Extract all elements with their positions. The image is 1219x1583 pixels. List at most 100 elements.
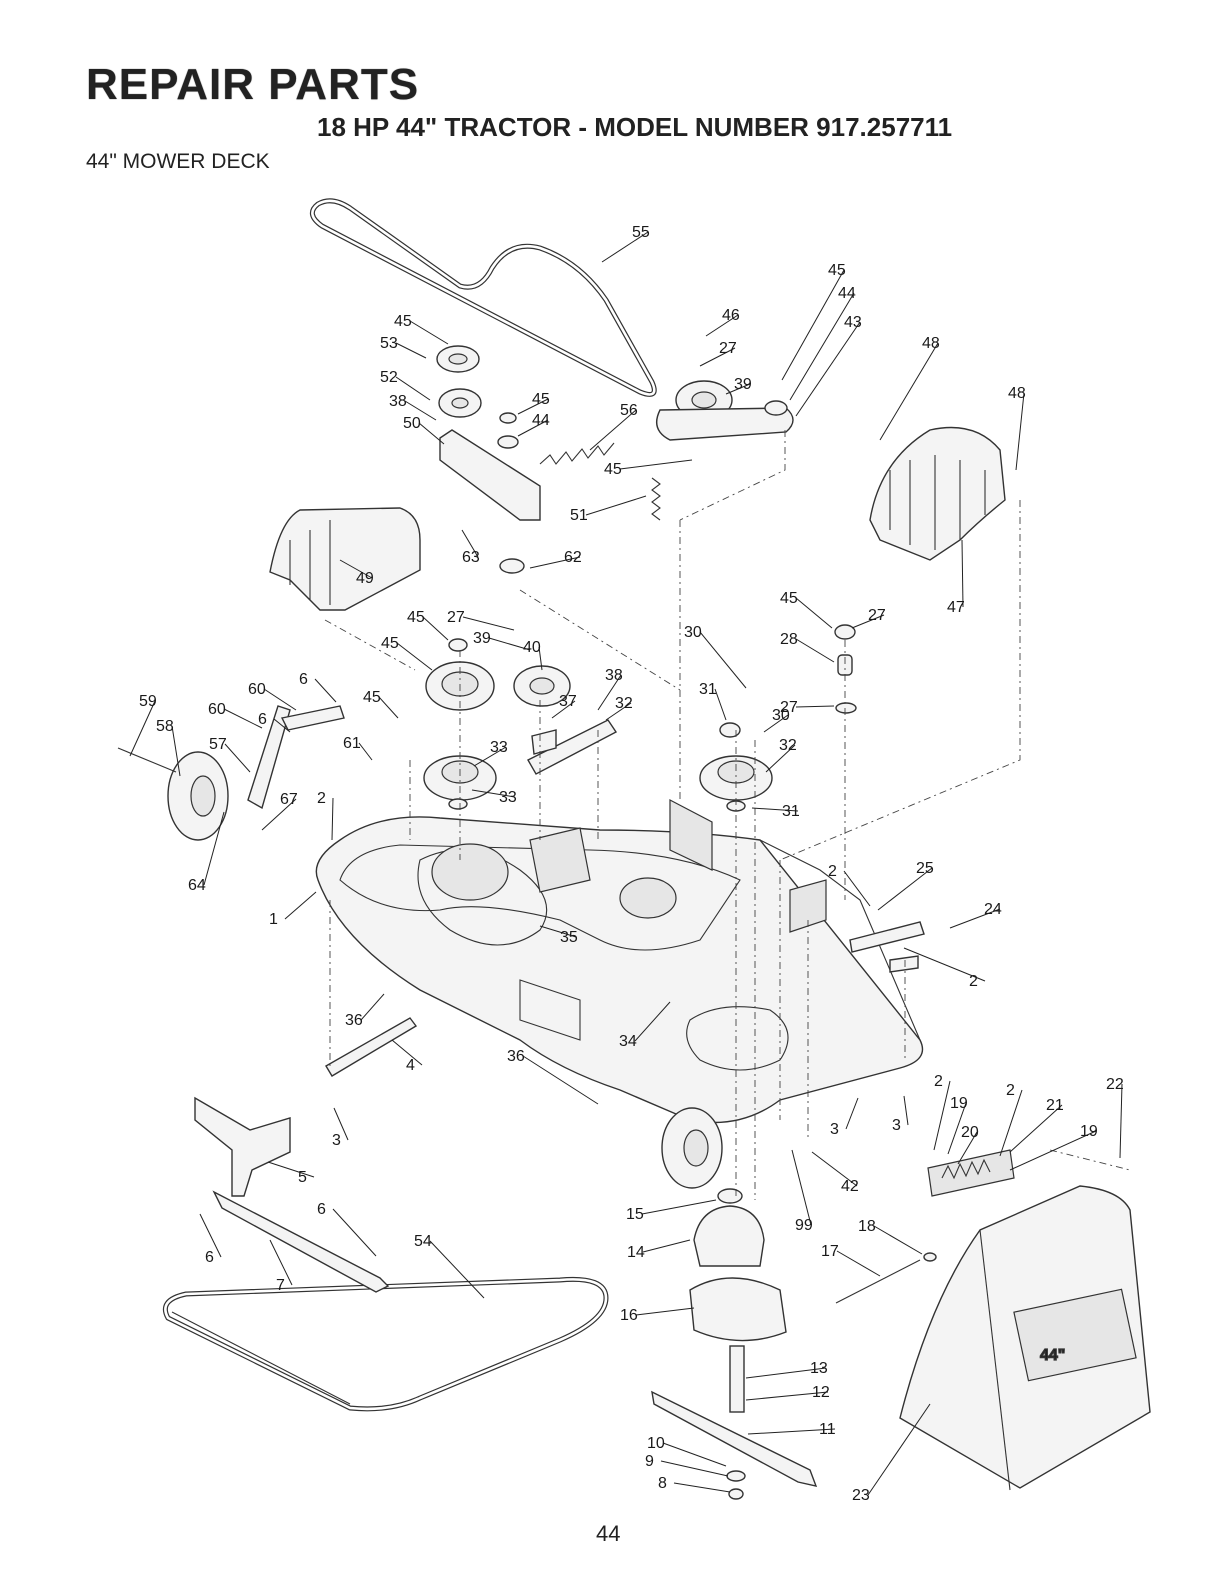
callout-leader: [585, 495, 647, 516]
callout-leader: [673, 1482, 731, 1493]
callout-number: 19: [1080, 1123, 1098, 1140]
callout-leader: [539, 925, 577, 938]
callout-leader: [634, 1001, 671, 1042]
callout-leader: [725, 383, 751, 395]
springs: [539, 442, 1015, 1197]
callout-number: 62: [564, 549, 582, 566]
callout-leader: [488, 637, 531, 651]
callout-number: 2: [934, 1073, 943, 1090]
callout-number: 67: [280, 791, 298, 808]
callout-number: 32: [615, 695, 633, 712]
callout-number: 43: [844, 314, 862, 331]
callout-leader: [947, 1102, 967, 1155]
mower-deck-housing: [315, 799, 924, 1124]
callout-leader: [422, 616, 449, 641]
callout-number: 33: [490, 739, 508, 756]
callout-number: 6: [205, 1249, 214, 1266]
callout-number: 31: [699, 681, 717, 698]
callout-leader: [745, 1367, 827, 1379]
callout-number: 2: [828, 863, 837, 880]
belt-guard-right-47: [869, 426, 1006, 561]
callout-number: 23: [852, 1487, 870, 1504]
callout-leader: [339, 559, 373, 579]
callout-number: 38: [605, 667, 623, 684]
callout-number: 27: [719, 340, 737, 357]
callout-number: 27: [447, 609, 465, 626]
callout-number: 47: [947, 599, 965, 616]
callout-number: 48: [922, 335, 940, 352]
callout-leader: [529, 556, 581, 569]
callout-leader: [360, 993, 385, 1021]
callout-leader: [795, 638, 835, 663]
callout-number: 1: [269, 911, 278, 928]
callout-number: 58: [156, 718, 174, 735]
callout-leader: [471, 789, 516, 798]
blade-belt-54: [162, 1276, 609, 1412]
callout-leader: [517, 419, 549, 437]
callout-leader: [999, 1089, 1023, 1157]
callout-leader: [662, 1442, 727, 1467]
callout-leader: [314, 678, 337, 703]
callout-leader: [811, 1151, 858, 1187]
callout-number: 51: [570, 507, 588, 524]
callout-leader: [203, 811, 225, 886]
callout-leader: [642, 1239, 691, 1253]
callout-leader: [333, 1107, 349, 1141]
callout-leader: [747, 1428, 836, 1435]
callout-number: 18: [858, 1218, 876, 1235]
callout-leader: [619, 459, 693, 470]
callout-number: 30: [684, 624, 702, 641]
callout-leader: [269, 1239, 293, 1286]
callout-leader: [765, 744, 796, 773]
callout-number: 24: [984, 901, 1002, 918]
callout-number: 19: [950, 1095, 968, 1112]
callout-leader: [538, 646, 543, 671]
callout-number: 2: [317, 790, 326, 807]
callout-leader: [473, 746, 507, 767]
callout-number: 14: [627, 1244, 645, 1261]
callout-leader: [795, 705, 835, 708]
callout-number: 44: [532, 412, 550, 429]
callout-leader: [789, 292, 855, 401]
callout-leader: [961, 539, 964, 608]
callout-leader: [933, 1080, 951, 1151]
callout-number: 60: [208, 701, 226, 718]
callout-number: 3: [892, 1117, 901, 1134]
callout-number: 27: [868, 607, 886, 624]
callout-number: 25: [916, 860, 934, 877]
callout-leader: [879, 342, 939, 441]
callout-number: 27: [780, 699, 798, 716]
callout-leader: [795, 321, 861, 417]
callout-number: 60: [248, 681, 266, 698]
callout-leader: [957, 1131, 978, 1165]
section-heading: 44" MOWER DECK: [86, 150, 270, 173]
callout-leader: [462, 616, 515, 631]
callout-leader: [391, 1039, 423, 1066]
callout-leader: [605, 702, 632, 721]
callout-number: 11: [819, 1421, 836, 1438]
callout-leader: [660, 1460, 729, 1477]
callout-leader: [705, 314, 739, 337]
callout-leader: [843, 870, 871, 907]
callout-number: 20: [961, 1124, 979, 1141]
callout-leader: [699, 347, 736, 367]
callout-leader: [635, 1307, 695, 1316]
callout-leader: [418, 422, 445, 445]
callout-number: 37: [559, 693, 577, 710]
callout-leader: [129, 700, 156, 757]
callout-number: 7: [276, 1277, 285, 1294]
callout-leader: [1015, 392, 1025, 471]
callout-leader: [551, 700, 576, 719]
callout-leader: [263, 688, 297, 711]
callout-number: 45: [532, 391, 550, 408]
callout-number: 16: [620, 1307, 638, 1324]
callout-number: 46: [722, 307, 740, 324]
callout-number: 6: [317, 1201, 326, 1218]
callout-leader: [867, 1403, 931, 1496]
gauge-wheels: [117, 705, 723, 1189]
model-subtitle: 18 HP 44" TRACTOR - MODEL NUMBER 917.257…: [317, 112, 953, 142]
callout-leader: [332, 1208, 377, 1257]
callout-number: 22: [1106, 1076, 1124, 1093]
callout-number: 54: [414, 1233, 432, 1250]
